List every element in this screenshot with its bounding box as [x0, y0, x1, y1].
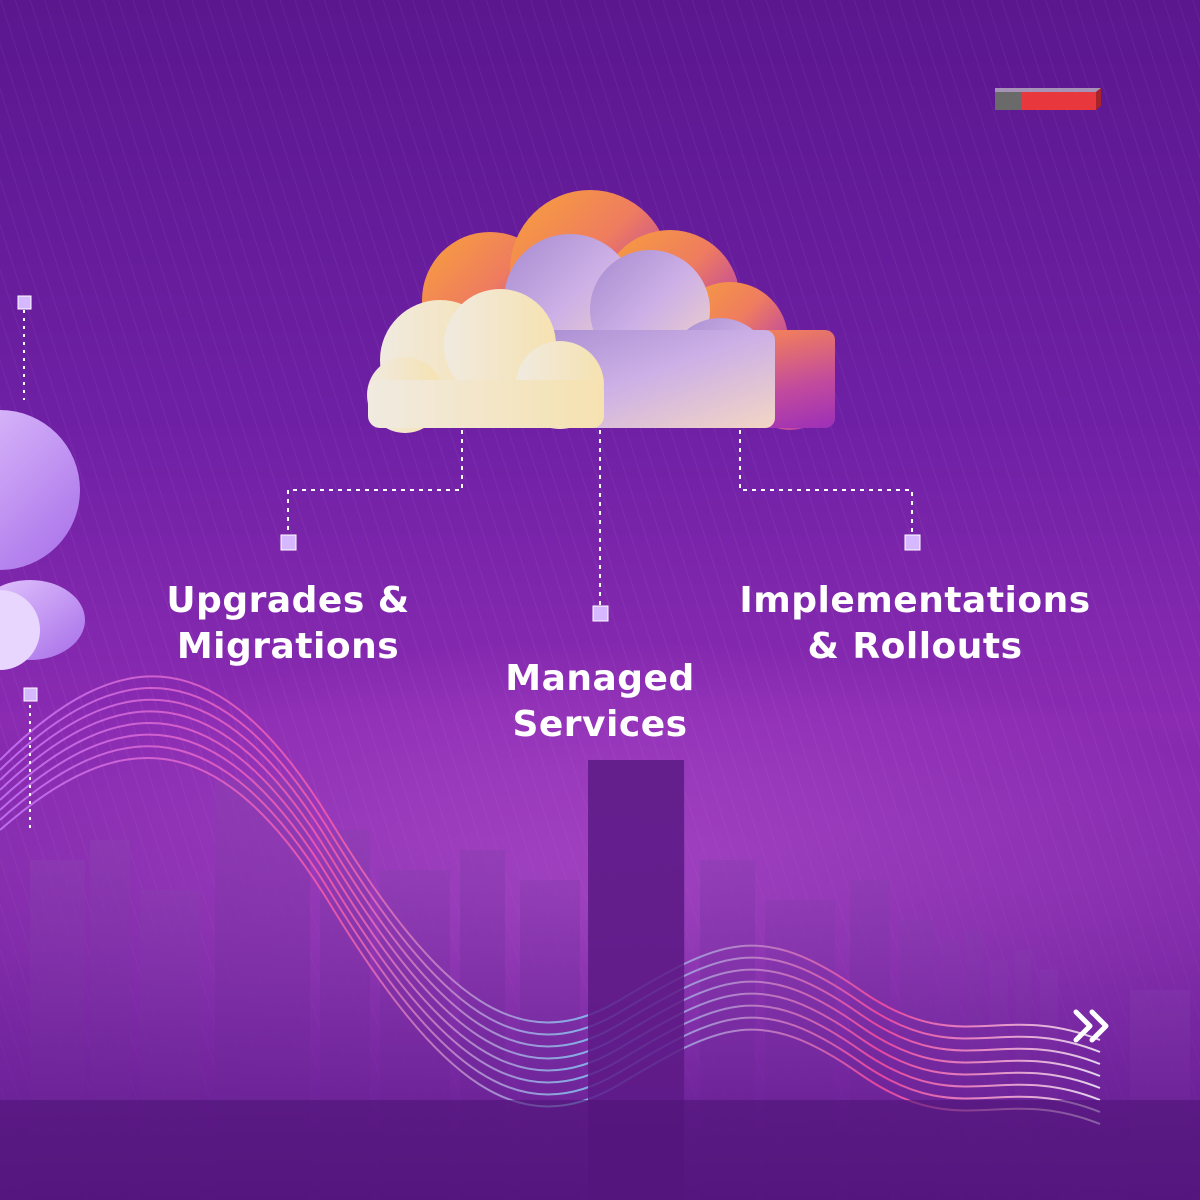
next-slide-button[interactable] — [1068, 1004, 1116, 1052]
double-chevron-right-icon — [1073, 1009, 1109, 1043]
service-label-upgrades-migrations: Upgrades & Migrations — [148, 578, 428, 670]
service-label-implementations-rollouts: Implementations & Rollouts — [715, 578, 1115, 670]
service-label-line: Managed — [505, 658, 695, 699]
service-label-line: Services — [512, 704, 688, 745]
service-label-line: Upgrades & — [166, 580, 410, 621]
service-label-line: Implementations — [739, 580, 1091, 621]
service-label-managed-services: Managed Services — [470, 656, 730, 748]
service-label-line: & Rollouts — [807, 626, 1023, 667]
service-label-line: Migrations — [176, 626, 400, 667]
